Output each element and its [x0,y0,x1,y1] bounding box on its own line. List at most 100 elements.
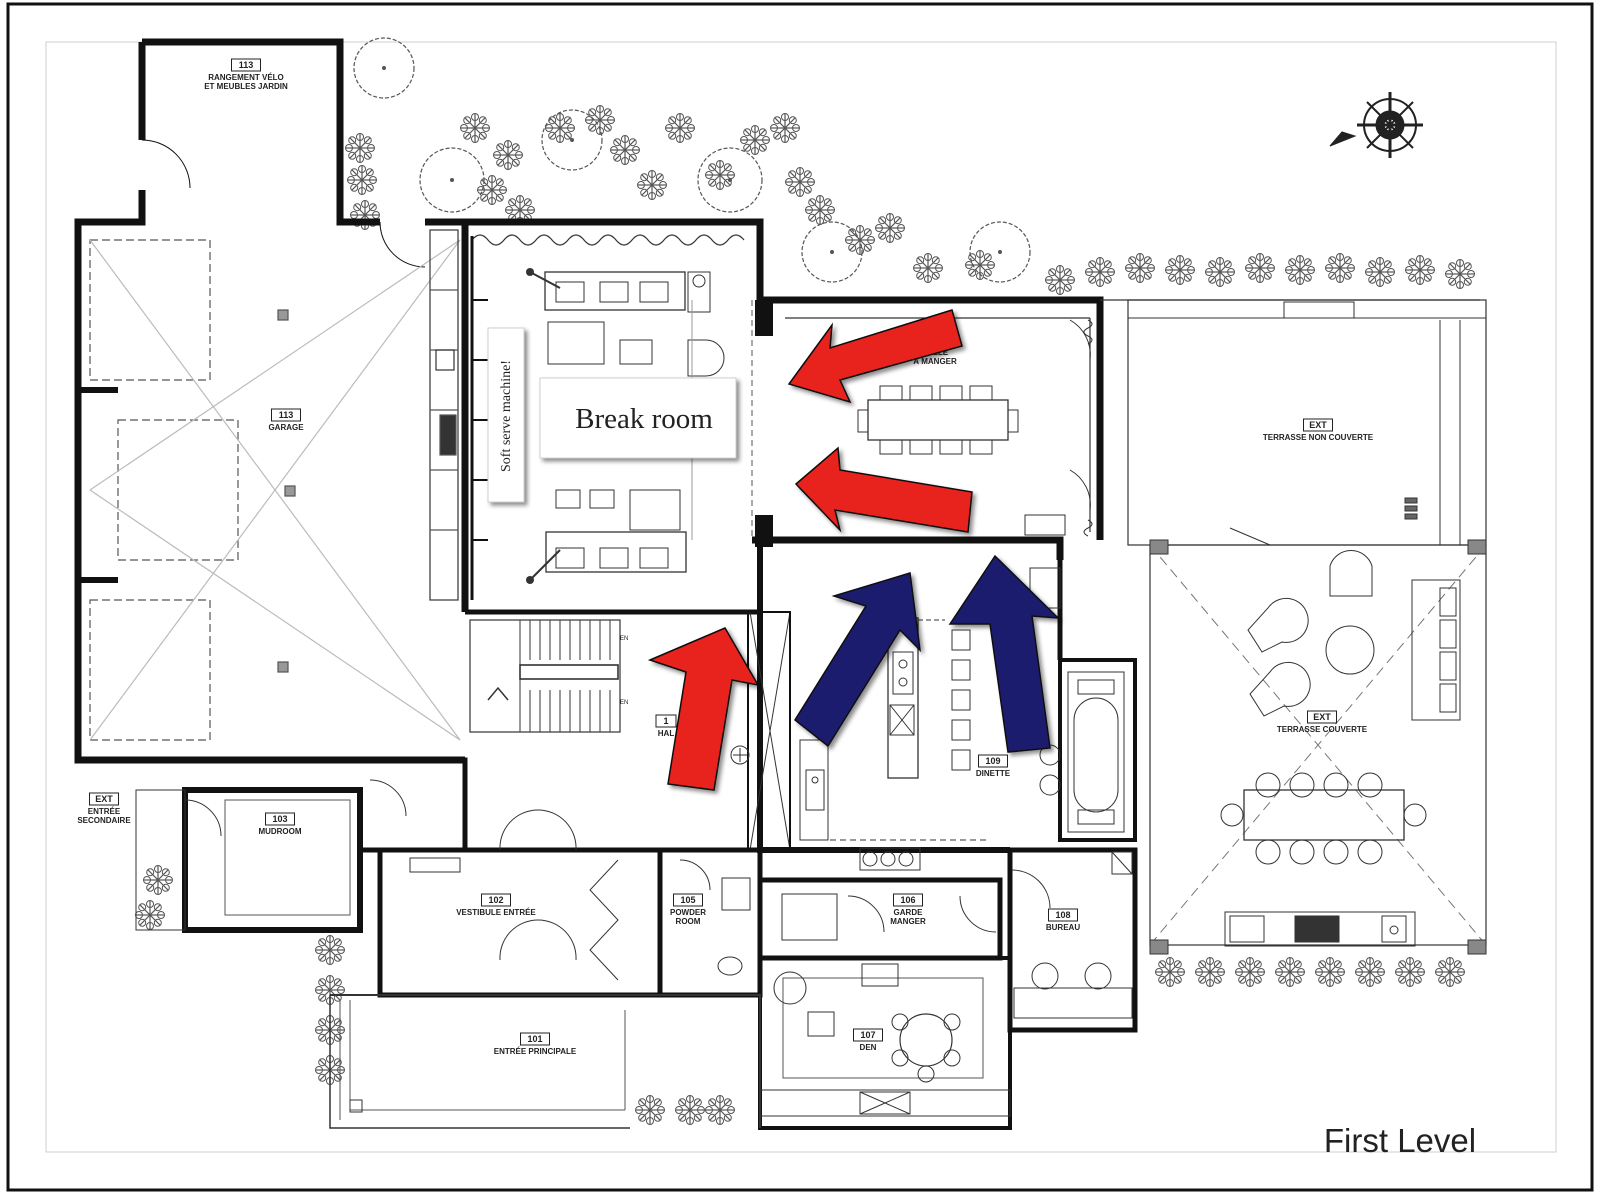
shrub [805,195,835,225]
room-name: DINETTE [976,769,1011,778]
shrub [845,225,875,255]
shrub [460,113,490,143]
shrub [1085,257,1115,287]
room-name: BUREAU [1046,923,1080,932]
shrub [493,140,523,170]
room-number: EXT [95,794,113,804]
room-name: RANGEMENT VÉLO [208,73,284,82]
tree [801,221,863,283]
shrub [1245,253,1275,283]
room-name: ENTRÉE PRINCIPALE [494,1047,577,1056]
shrub [1195,957,1225,987]
stair-hall [465,609,791,851]
shrub [1405,255,1435,285]
room-number: 101 [527,1034,542,1044]
shrub [1395,957,1425,987]
garage-doors [89,229,461,741]
shrub [545,113,575,143]
shrub [1325,253,1355,283]
room-number: 1 [663,716,668,726]
shrub [1045,265,1075,295]
red-arrow-top [787,309,963,404]
shrub [345,133,375,163]
room-number: EXT [1309,420,1327,430]
level-title: First Level [1324,1122,1476,1159]
room-name: À MANGER [913,357,957,366]
landscaping [135,37,1475,1125]
room-name: MUDROOM [258,827,301,836]
shrub [785,167,815,197]
compass-rose [1329,92,1423,158]
shrub [1275,957,1305,987]
red-arrow-lower [647,627,760,791]
room-name: GARAGE [268,423,304,432]
room-number: 108 [1055,910,1070,920]
shrub [705,160,735,190]
room-name: SECONDAIRE [77,816,131,825]
shrub [585,105,615,135]
shrub [1315,957,1345,987]
outer-frame [6,2,1594,1192]
shrub [965,250,995,280]
shrub [610,135,640,165]
soft-serve-callout: Soft serve machine! [499,360,514,472]
tree [541,109,603,171]
room-name: GARDE [894,908,924,917]
red-arrow-middle [794,446,973,533]
shrub [913,253,943,283]
stair-label-down: EN [620,700,628,706]
tree [969,221,1031,283]
inner-frame [45,41,1557,1153]
room-name: MANGER [890,917,926,926]
shrub [875,213,905,243]
tree [353,37,415,99]
lower-rooms [135,757,1138,1130]
room-name: ROOM [676,917,701,926]
shrub [665,113,695,143]
shrub [1155,957,1185,987]
terraces [1127,299,1487,955]
shrub [143,865,173,895]
shrub [477,175,507,205]
shrub [1365,257,1395,287]
shrub [1165,255,1195,285]
shrub [635,1095,665,1125]
break-room-area [465,218,1104,600]
soft-serve-callout-box [487,327,525,503]
shrub [1125,253,1155,283]
room-number: 103 [272,814,287,824]
stair-label-up: EN [620,636,628,642]
break-room-callout-box [539,377,737,459]
room-number: 102 [488,895,503,905]
shrub [1205,257,1235,287]
shrub [705,1095,735,1125]
tree [419,147,485,213]
room-number: 105 [680,895,695,905]
shrub [637,170,667,200]
shrub [1435,957,1465,987]
room-number: 107 [860,1030,875,1040]
dining-south-wall [752,536,1064,560]
shrub [1355,957,1385,987]
room-number: EXT [1313,712,1331,722]
shrub [770,113,800,143]
room-name: ENTRÉE [88,807,121,816]
tree [697,147,763,213]
shrub [740,125,770,155]
room-number: 113 [239,60,254,70]
